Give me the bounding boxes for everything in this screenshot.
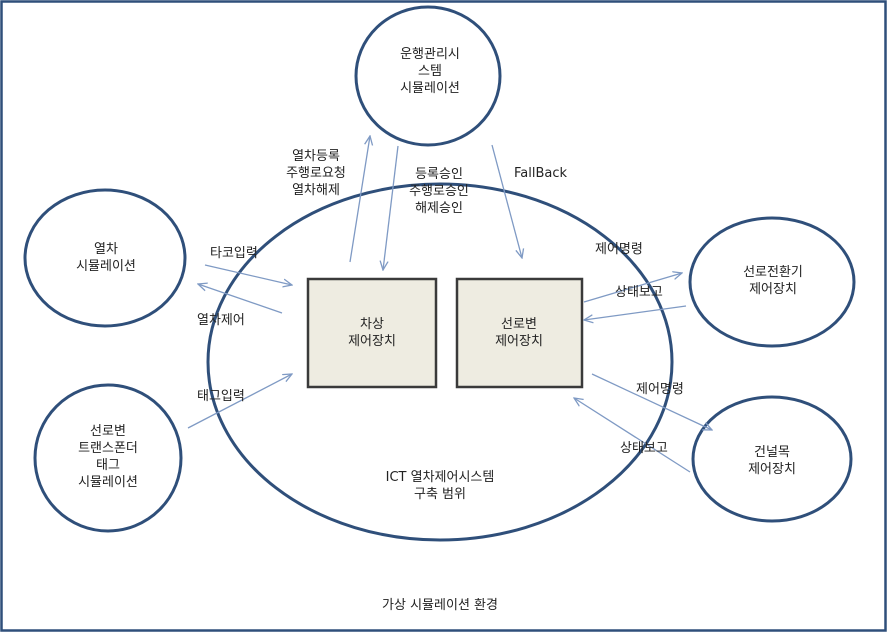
environment-label-text: 가상 시뮬레이션 환경 (382, 598, 498, 613)
crossing-control-label: 건널목 제어장치 (748, 444, 796, 478)
operations-sim-ellipse (354, 5, 502, 147)
train-register-line-1: 열차등록 (292, 149, 340, 164)
train-control-text: 열차제어 (197, 313, 245, 328)
switch-status-label: 상태보고 (615, 284, 663, 301)
onboard-control-line-1: 차상 (360, 317, 384, 332)
switch-control-line-2: 제어장치 (749, 282, 797, 297)
wayside-control-line-1: 선로변 (501, 317, 537, 332)
operations-sim-line-2: 스템 (418, 64, 442, 79)
scope-label-line-1: ICT 열차제어시스템 (385, 470, 495, 485)
crossing-command-label: 제어명령 (636, 381, 684, 398)
train-sim-line-1: 열차 (94, 242, 118, 257)
onboard-control-line-2: 제어장치 (348, 334, 396, 349)
arrow-crossing-command (591, 373, 712, 430)
crossing-control-line-1: 건널목 (754, 445, 790, 460)
scope-label: ICT 열차제어시스템 구축 범위 (386, 469, 495, 503)
crossing-status-label: 상태보고 (620, 440, 668, 457)
crossing-status-text: 상태보고 (620, 441, 668, 456)
transponder-sim-ellipse (33, 383, 183, 533)
train-register-line-2: 주행로요청 (286, 166, 346, 181)
arrow-fallback (491, 144, 522, 258)
crossing-command-text: 제어명령 (636, 382, 684, 397)
train-register-label: 열차등록 주행로요청 열차해제 (286, 148, 346, 199)
wayside-control-box (455, 277, 584, 389)
switch-status-text: 상태보고 (615, 285, 663, 300)
train-register-line-3: 열차해제 (292, 183, 340, 198)
arrow-speed-input (204, 264, 292, 285)
arrow-switch-status (584, 305, 687, 320)
scope-label-line-2: 구축 범위 (414, 487, 466, 502)
transponder-sim-line-3: 태그 (96, 458, 120, 473)
operations-sim-line-3: 시뮬레이션 (400, 81, 460, 96)
switch-control-line-1: 선로전환기 (743, 265, 803, 280)
system-scope-ellipse (206, 182, 674, 542)
tag-input-label: 태그입력 (197, 388, 245, 405)
arrow-switch-command (583, 273, 682, 303)
crossing-control-ellipse (691, 395, 853, 523)
fallback-label: FallBack (514, 165, 567, 182)
arrow-train-control (198, 284, 283, 314)
approvals-line-2: 주행로승인 (409, 184, 469, 199)
speed-input-label: 타코입력 (210, 245, 258, 262)
wayside-control-label: 선로변 제어장치 (495, 316, 543, 350)
approvals-label: 등록승인 주행로승인 해제승인 (409, 166, 469, 217)
transponder-sim-line-2: 트랜스폰더 (78, 441, 138, 456)
transponder-sim-line-1: 선로변 (90, 424, 126, 439)
transponder-sim-line-4: 시뮬레이션 (78, 475, 138, 490)
operations-sim-line-1: 운행관리시 (400, 47, 460, 62)
arrow-approvals (383, 145, 399, 270)
arrow-crossing-status (574, 398, 691, 473)
switch-control-label: 선로전환기 제어장치 (743, 264, 803, 298)
onboard-control-box (306, 277, 438, 389)
arrow-tag-input (187, 374, 292, 429)
switch-command-label: 제어명령 (595, 241, 643, 258)
speed-input-text: 타코입력 (210, 246, 258, 261)
train-control-label: 열차제어 (197, 312, 245, 329)
operations-sim-label: 운행관리시 스템 시뮬레이션 (400, 46, 460, 97)
environment-label: 가상 시뮬레이션 환경 (382, 597, 498, 614)
transponder-sim-label: 선로변 트랜스폰더 태그 시뮬레이션 (78, 423, 138, 491)
tag-input-text: 태그입력 (197, 389, 245, 404)
approvals-line-1: 등록승인 (415, 167, 463, 182)
train-sim-line-2: 시뮬레이션 (76, 259, 136, 274)
train-sim-label: 열차 시뮬레이션 (76, 241, 136, 275)
crossing-control-line-2: 제어장치 (748, 462, 796, 477)
onboard-control-label: 차상 제어장치 (348, 316, 396, 350)
switch-command-text: 제어명령 (595, 242, 643, 257)
fallback-text: FallBack (514, 166, 568, 181)
switch-control-ellipse (688, 216, 856, 348)
arrow-train-register (349, 136, 370, 263)
approvals-line-3: 해제승인 (415, 201, 463, 216)
train-sim-ellipse (23, 188, 187, 328)
wayside-control-line-2: 제어장치 (495, 334, 543, 349)
